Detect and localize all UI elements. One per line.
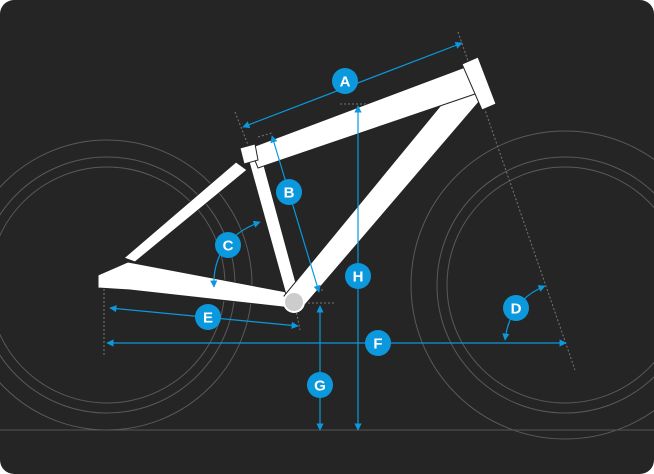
seat-stay bbox=[123, 161, 248, 263]
front-wheel bbox=[410, 130, 654, 440]
label-e-text: E bbox=[203, 310, 213, 327]
label-h-text: H bbox=[353, 269, 364, 286]
label-a-text: A bbox=[340, 74, 351, 91]
label-g: G bbox=[307, 372, 333, 398]
label-d-text: D bbox=[511, 301, 522, 318]
label-f-text: F bbox=[373, 336, 382, 353]
label-b: B bbox=[276, 179, 302, 205]
bottom-bracket bbox=[283, 291, 305, 313]
label-h: H bbox=[345, 263, 371, 289]
head-tube bbox=[461, 56, 497, 111]
dim-b-line bbox=[270, 135, 321, 293]
label-b-text: B bbox=[284, 185, 295, 202]
label-f: F bbox=[365, 330, 391, 356]
label-a: A bbox=[332, 68, 358, 94]
chainstay bbox=[97, 261, 293, 309]
seat-collar bbox=[239, 143, 259, 165]
label-c: C bbox=[215, 232, 241, 258]
label-g-text: G bbox=[314, 378, 326, 395]
label-e: E bbox=[195, 304, 221, 330]
label-c-text: C bbox=[223, 238, 234, 255]
label-d: D bbox=[503, 295, 529, 321]
